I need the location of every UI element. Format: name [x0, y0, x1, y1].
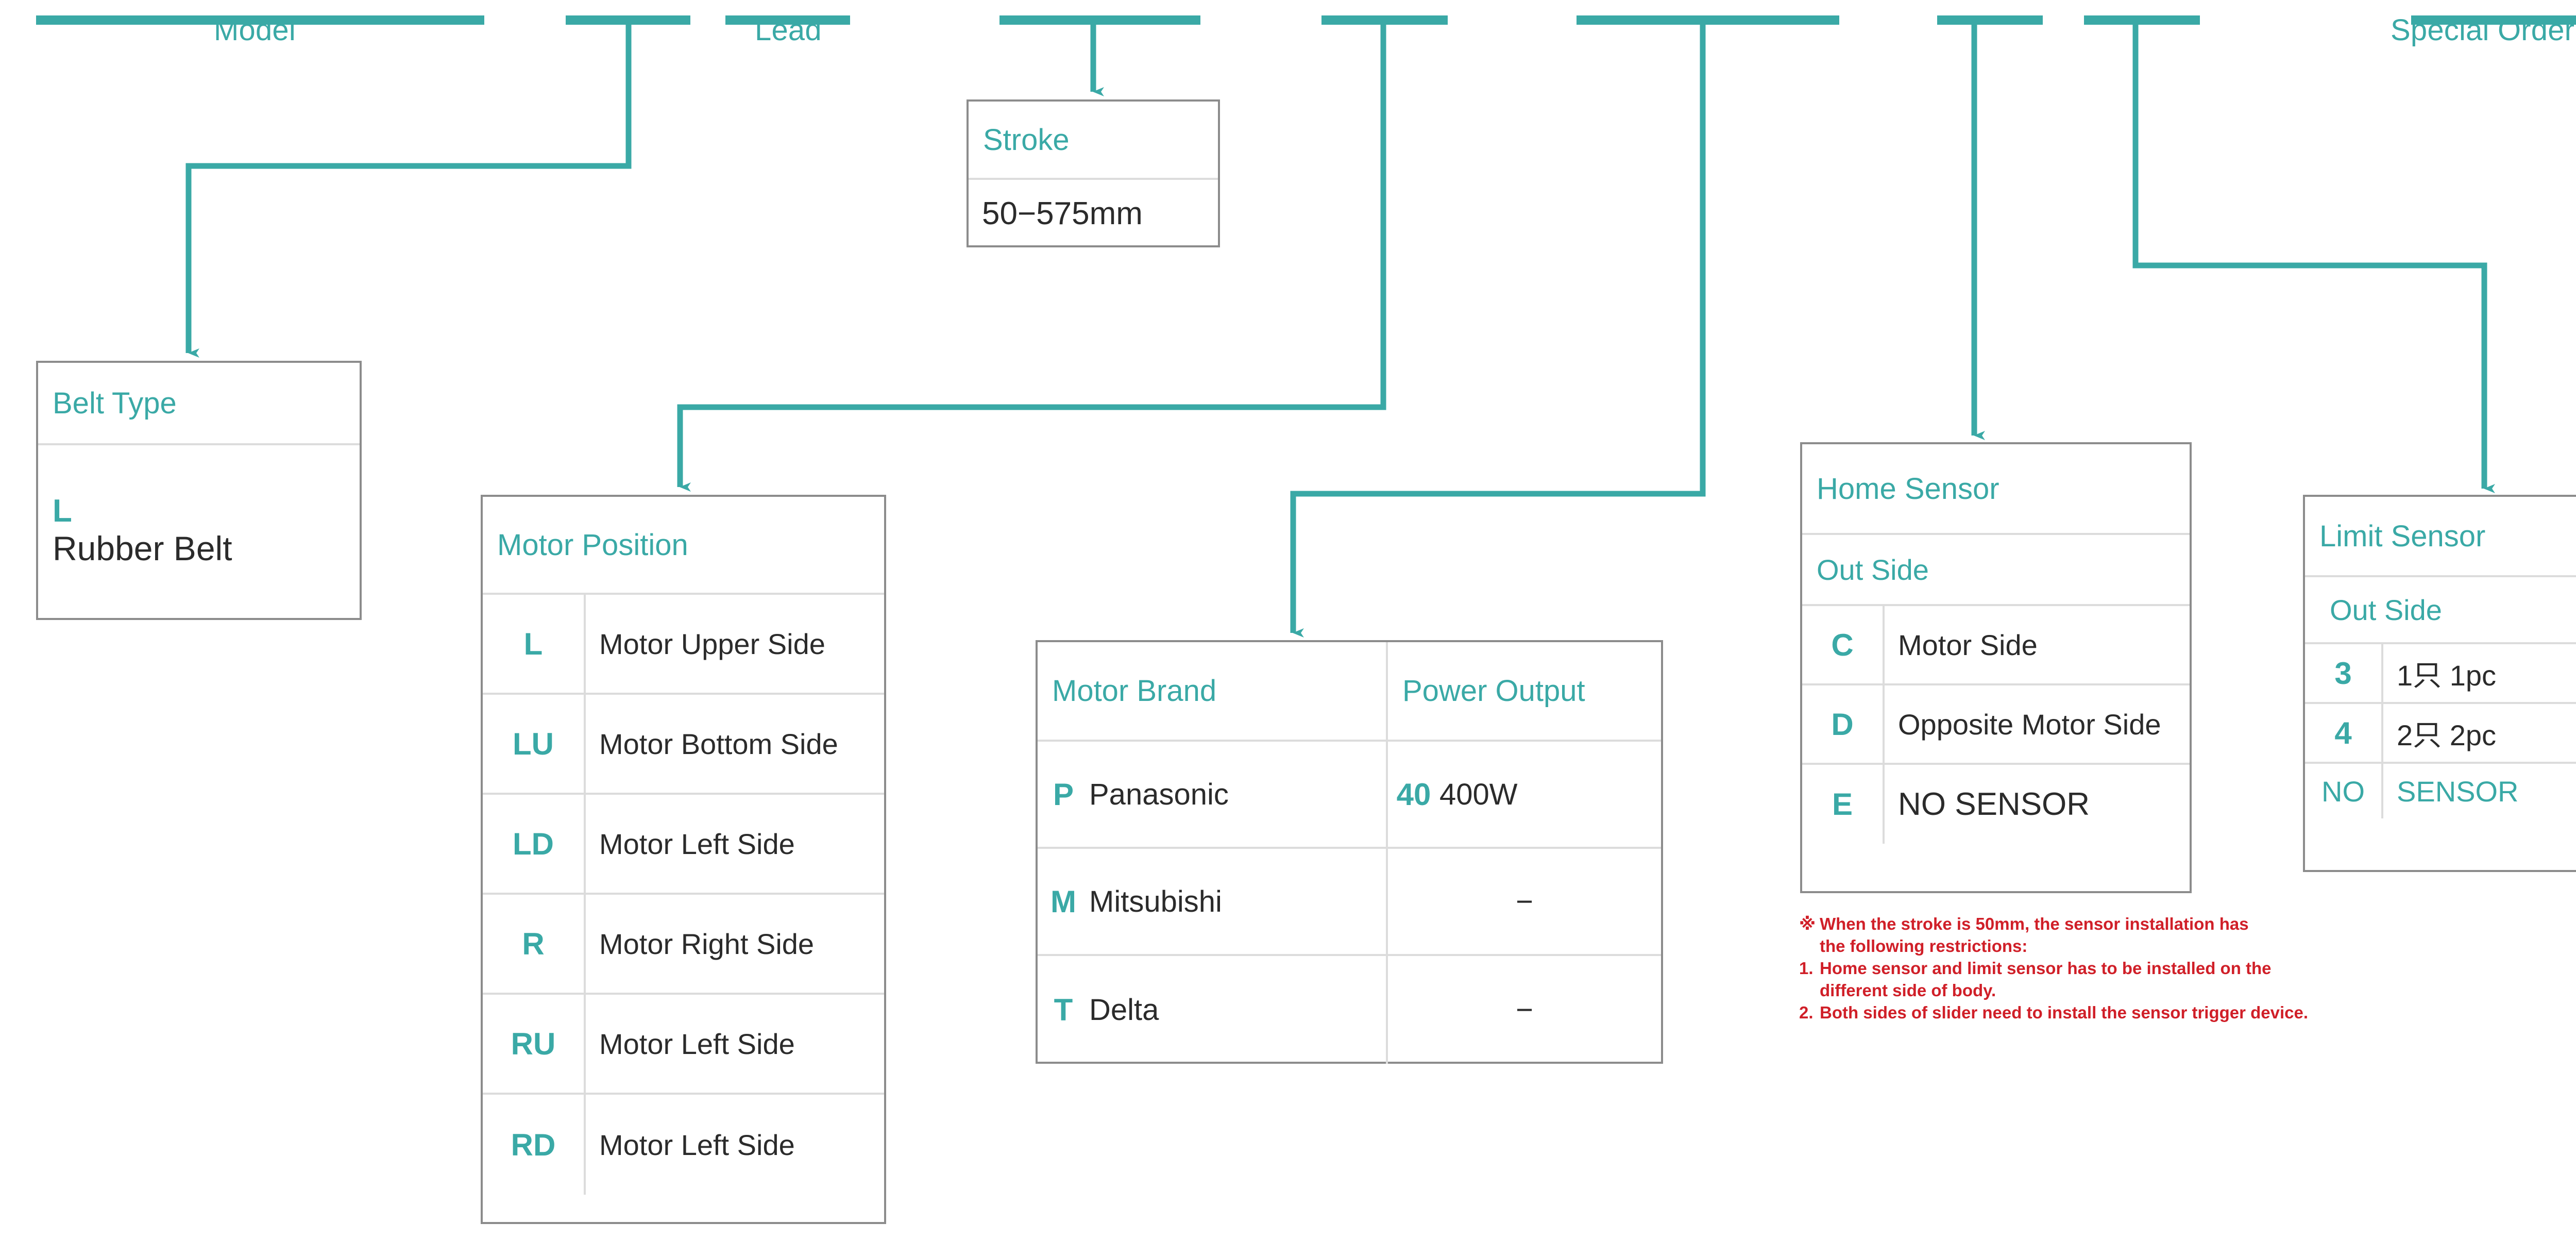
- power-output-code: 40: [1396, 777, 1431, 812]
- motor-brand-name: Panasonic: [1089, 777, 1229, 811]
- motor-position-code: RU: [483, 995, 586, 1093]
- header-label-lead: Lead: [755, 13, 822, 47]
- sensor-restriction-notes: ※ When the stroke is 50mm, the sensor in…: [1799, 913, 2376, 1024]
- limit-sensor-header: Limit Sensor: [2305, 497, 2576, 577]
- home-sensor-header: Home Sensor: [1802, 444, 2190, 535]
- belt-type-value-cell: L Rubber Belt: [38, 445, 360, 620]
- table-row[interactable]: M Mitsubishi −: [1038, 849, 1661, 956]
- motor-brand-box[interactable]: Motor Brand Power Output P Panasonic 40 …: [1036, 640, 1663, 1064]
- limit-sensor-desc: SENSOR: [2397, 775, 2519, 808]
- table-row[interactable]: R Motor Right Side: [483, 895, 884, 995]
- note-line: 2. Both sides of slider need to install …: [1799, 1002, 2376, 1024]
- stroke-title: Stroke: [983, 123, 1070, 157]
- limit-sensor-code: 3: [2305, 644, 2383, 702]
- note-text: Both sides of slider need to install the…: [1820, 1002, 2309, 1022]
- motor-position-desc: Motor Upper Side: [599, 627, 825, 660]
- motor-position-desc: Motor Left Side: [599, 1128, 795, 1161]
- motor-position-code: LD: [483, 795, 586, 893]
- wire-limit-sensor: [2132, 21, 2495, 493]
- belt-type-box[interactable]: Belt Type L Rubber Belt: [36, 361, 362, 620]
- limit-sensor-desc: 2只 2pc: [2397, 718, 2496, 751]
- note-number: 2.: [1799, 1002, 1814, 1022]
- table-row[interactable]: 3 1只 1pc: [2305, 644, 2576, 704]
- motor-position-code: LU: [483, 695, 586, 793]
- motor-position-desc: Motor Left Side: [599, 1027, 795, 1060]
- motor-brand-title: Motor Brand: [1052, 674, 1217, 708]
- table-row[interactable]: RU Motor Left Side: [483, 995, 884, 1095]
- stroke-box[interactable]: Stroke 50−575mm: [967, 99, 1220, 247]
- motor-position-box[interactable]: Motor Position L Motor Upper Side LU Mot…: [481, 495, 886, 1224]
- note-text: different side of body.: [1820, 980, 1996, 1000]
- power-output-value: −: [1516, 993, 1533, 1027]
- note-line: 1. Home sensor and limit sensor has to b…: [1799, 958, 2376, 980]
- limit-sensor-subheader: Out Side: [2305, 577, 2576, 644]
- home-sensor-desc: Motor Side: [1898, 628, 2038, 661]
- note-number: 1.: [1799, 958, 1814, 978]
- stroke-value: 50−575mm: [982, 196, 1143, 231]
- motor-position-desc: Motor Right Side: [599, 927, 815, 960]
- home-sensor-box[interactable]: Home Sensor Out Side C Motor Side D Oppo…: [1800, 442, 2192, 893]
- limit-sensor-code: NO: [2305, 764, 2383, 818]
- table-row[interactable]: NO SENSOR: [2305, 764, 2576, 818]
- limit-sensor-code: 4: [2305, 704, 2383, 762]
- wire-motor-brand: [1290, 21, 1706, 638]
- home-sensor-code: E: [1802, 765, 1885, 844]
- table-row[interactable]: L Motor Upper Side: [483, 595, 884, 695]
- motor-position-desc: Motor Bottom Side: [599, 727, 838, 760]
- wire-motor-position: [677, 21, 1386, 492]
- note-text: the following restrictions:: [1820, 936, 2028, 956]
- limit-sensor-desc: 1只 1pc: [2397, 659, 2496, 692]
- power-output-value: 400W: [1439, 777, 1518, 811]
- table-row[interactable]: 4 2只 2pc: [2305, 704, 2576, 764]
- motor-brand-code: T: [1054, 993, 1073, 1027]
- belt-type-code: L: [53, 493, 72, 529]
- header-label-special-order-no: Special Order No.: [2391, 13, 2576, 47]
- header-label-model: Model: [214, 13, 296, 47]
- motor-brand-header: Motor Brand Power Output: [1038, 642, 1661, 742]
- motor-position-code: RD: [483, 1095, 586, 1195]
- table-row[interactable]: E NO SENSOR: [1802, 765, 2190, 844]
- motor-position-code: R: [483, 895, 586, 993]
- belt-type-title: Belt Type: [53, 386, 177, 420]
- motor-position-title: Motor Position: [497, 528, 688, 562]
- note-text: When the stroke is 50mm, the sensor inst…: [1820, 914, 2249, 933]
- home-sensor-desc: NO SENSOR: [1898, 786, 2090, 822]
- belt-type-header: Belt Type: [38, 363, 360, 445]
- note-line: ※ When the stroke is 50mm, the sensor in…: [1799, 913, 2376, 935]
- motor-position-desc: Motor Left Side: [599, 827, 795, 860]
- motor-brand-code: P: [1053, 777, 1074, 812]
- table-row[interactable]: C Motor Side: [1802, 606, 2190, 685]
- home-sensor-subtitle: Out Side: [1817, 553, 1929, 586]
- note-text: Home sensor and limit sensor has to be i…: [1820, 958, 2272, 978]
- limit-sensor-subtitle: Out Side: [2330, 593, 2442, 626]
- stroke-header: Stroke: [969, 102, 1218, 180]
- power-output-title: Power Output: [1402, 674, 1585, 708]
- table-row[interactable]: T Delta −: [1038, 956, 1661, 1064]
- motor-brand-name: Mitsubishi: [1089, 884, 1222, 918]
- motor-brand-code: M: [1050, 884, 1076, 919]
- table-row[interactable]: P Panasonic 40 400W: [1038, 742, 1661, 849]
- wire-belt-type: [185, 21, 632, 358]
- motor-brand-name: Delta: [1089, 993, 1159, 1027]
- home-sensor-desc: Opposite Motor Side: [1898, 708, 2161, 741]
- motor-position-code: L: [483, 595, 586, 693]
- home-sensor-title: Home Sensor: [1817, 472, 1999, 506]
- note-marker-icon: ※: [1799, 914, 1816, 933]
- home-sensor-code: C: [1802, 606, 1885, 683]
- home-sensor-code: D: [1802, 685, 1885, 763]
- belt-type-value: Rubber Belt: [53, 529, 232, 568]
- table-row[interactable]: LU Motor Bottom Side: [483, 695, 884, 795]
- home-sensor-subheader: Out Side: [1802, 535, 2190, 606]
- table-row[interactable]: D Opposite Motor Side: [1802, 685, 2190, 765]
- table-row[interactable]: LD Motor Left Side: [483, 795, 884, 895]
- limit-sensor-title: Limit Sensor: [2319, 519, 2486, 553]
- power-output-value: −: [1516, 884, 1533, 918]
- table-row[interactable]: RD Motor Left Side: [483, 1095, 884, 1195]
- motor-position-header: Motor Position: [483, 497, 884, 595]
- limit-sensor-box[interactable]: Limit Sensor Out Side 3 1只 1pc 4 2只 2pc …: [2303, 495, 2576, 872]
